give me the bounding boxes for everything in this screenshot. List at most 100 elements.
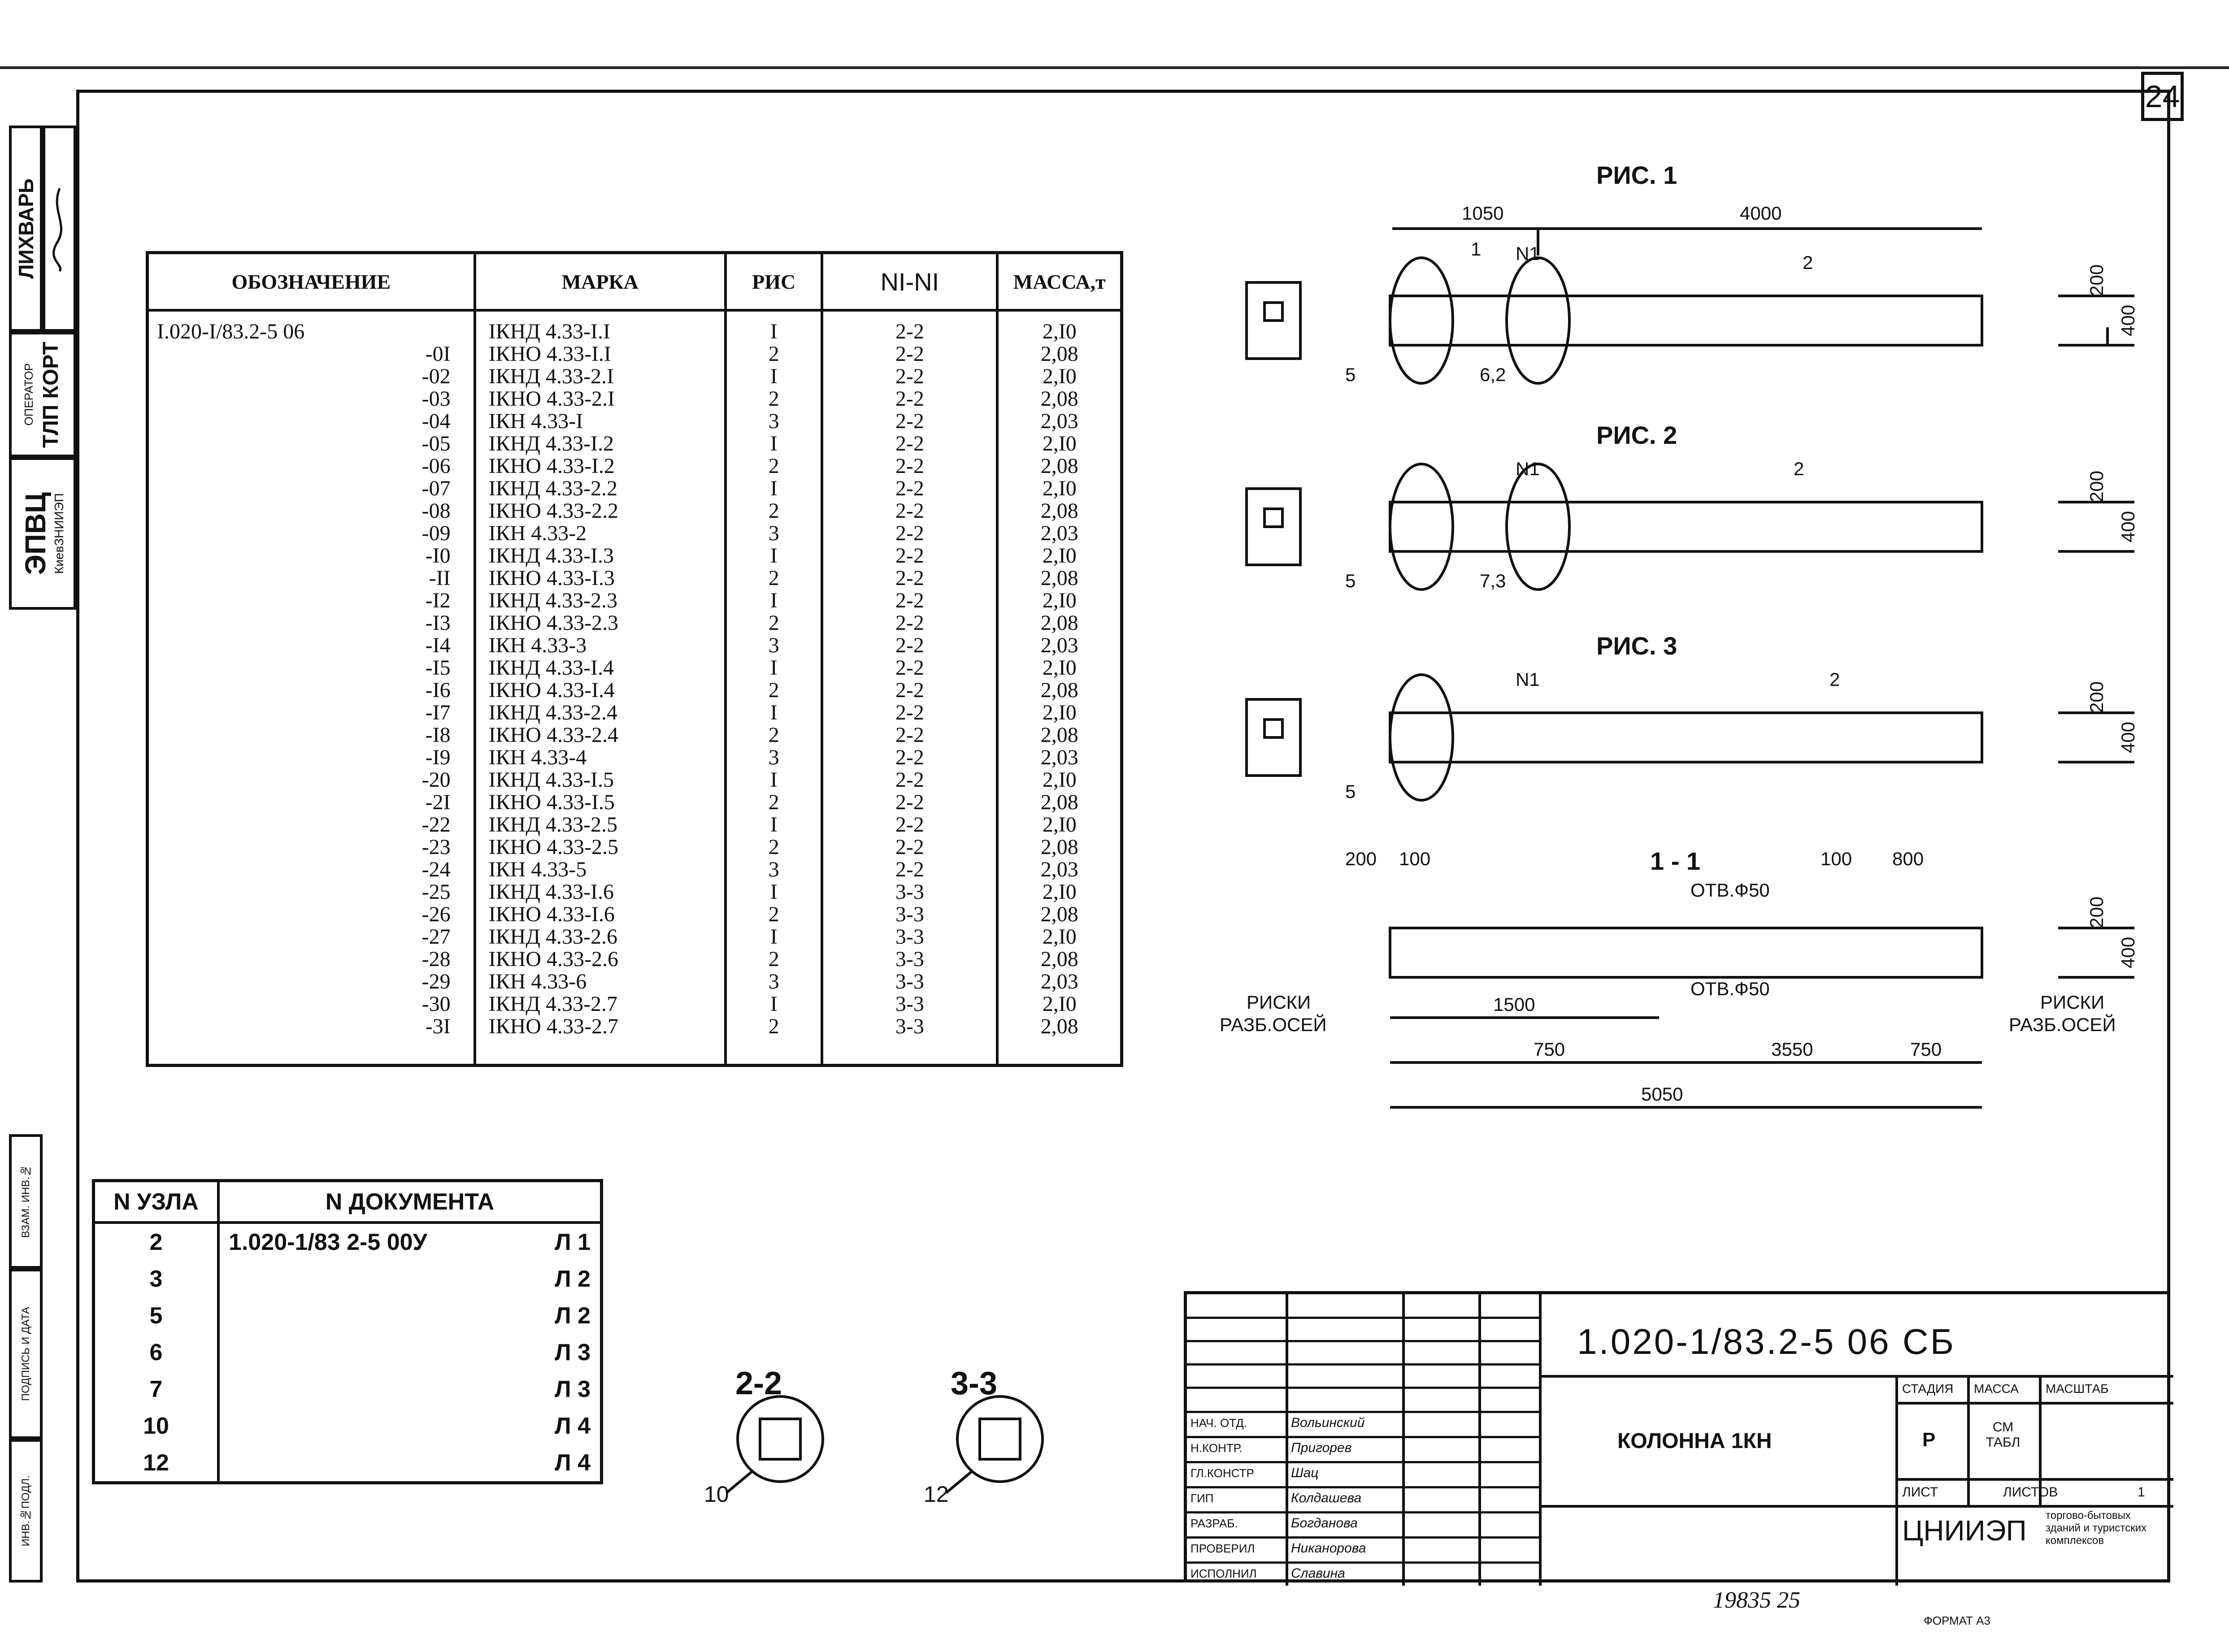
mark-item: IКНД 4.33-2.2 (488, 477, 618, 500)
mass-item: 2,I0 (1042, 925, 1077, 949)
mark-item: IКН 4.33-5 (488, 858, 587, 881)
mark-item: IКНО 4.33-I.I (488, 342, 611, 366)
person-name: Шац (1291, 1466, 1319, 1480)
fig-item: 2 (768, 611, 779, 635)
dim-400-fig1: 400 (2117, 305, 2138, 336)
designation-suffix: -25 (421, 880, 451, 904)
fig-item: I (770, 432, 778, 455)
designation-suffix: -0I (425, 342, 451, 366)
mass-item: 2,I0 (1042, 813, 1077, 837)
nodes-header-row: N УЗЛА N ДОКУМЕНТА (92, 1179, 603, 1224)
designation-suffix: -I6 (425, 678, 451, 702)
designation-suffix: -06 (421, 454, 451, 478)
mass-item: 2,08 (1040, 790, 1078, 814)
org-name: ЦНИИЭП (1902, 1514, 2027, 1547)
stamp-operator-label: ОПЕРАТОР (22, 363, 35, 426)
node-item: 2-2 (895, 364, 924, 388)
stamp-name-cell: ЛИХВАРЬ (9, 126, 43, 332)
designation-suffix: -3I (425, 1015, 451, 1038)
dim-100-right: 100 (1821, 848, 1852, 869)
fig2-column-body (1389, 501, 1983, 553)
node-item: 2-2 (895, 813, 924, 837)
stamp-replace-label: ВЗАМ. ИНВ.№ (19, 1165, 32, 1238)
side-stamp: ЛИХВАРЬ ОПЕРАТОР ТЛП КОРТ ЭПВЦ КиевЗНИИЭ… (9, 126, 76, 619)
node-document: Л 3 (217, 1334, 603, 1371)
node-item: 2-2 (895, 521, 924, 545)
mass-item: 2,08 (1040, 678, 1078, 702)
mark-item: IКНО 4.33-2.5 (488, 835, 618, 859)
designation-suffix: -I9 (425, 746, 451, 769)
node-number: 12 (92, 1444, 220, 1483)
node-number: 6 (92, 1334, 220, 1371)
mass-item: 2,03 (1040, 746, 1078, 769)
designation-suffix: -22 (421, 813, 451, 837)
mark-item: IКНД 4.33-I.5 (488, 768, 614, 792)
stamp-org: ЭПВЦ (19, 492, 52, 575)
mark-item: IКНД 4.33-2.5 (488, 813, 618, 837)
node-number: 5 (92, 1297, 220, 1334)
dim-200-left: 200 (1345, 848, 1377, 869)
mark-item: IКНО 4.33-2.4 (488, 723, 618, 747)
fig1-column-body (1389, 295, 1983, 347)
person-name: Колдашева (1291, 1491, 1362, 1505)
risk-label-left-1: РИСКИ (1247, 992, 1311, 1013)
fig-item: 3 (768, 521, 779, 545)
mark-item: IКНО 4.33-2.7 (488, 1015, 618, 1038)
mass-item: 2,I0 (1042, 320, 1077, 343)
callout-5-fig3: 5 (1345, 781, 1356, 802)
mark-item: IКНО 4.33-I.3 (488, 566, 615, 590)
section-22-title: 2-2 (735, 1366, 782, 1401)
marks-table: ОБОЗНАЧЕНИЕ МАРКА РИС NI-NI МАССА,т I.02… (146, 251, 1123, 1067)
sheet-label: ЛИСТ (1902, 1485, 1938, 1500)
person-name: Богданова (1291, 1516, 1358, 1531)
mass-item: 2,03 (1040, 633, 1078, 657)
header-document: N ДОКУМЕНТА (217, 1179, 603, 1224)
stamp-inv-label: ИНВ.№ПОДЛ. (19, 1475, 32, 1547)
node-item: 2-2 (895, 723, 924, 747)
designation-suffix: -I8 (425, 723, 451, 747)
node-item: 2-2 (895, 589, 924, 612)
fig-item: 3 (768, 409, 779, 433)
node-number: 3 (92, 1261, 220, 1297)
designation-base: I.020-I/83.2-5 06 (157, 320, 305, 343)
mass-item: 2,08 (1040, 835, 1078, 859)
dim-4000: 4000 (1740, 203, 1781, 224)
designation-suffix: -07 (421, 477, 451, 500)
mass-item: 2,08 (1040, 1015, 1078, 1038)
mark-item: IКНД 4.33-I.2 (488, 432, 614, 455)
fig1-node-5 (1389, 256, 1454, 385)
mass-item: 2,I0 (1042, 701, 1077, 724)
node-item: 2-2 (895, 477, 924, 500)
designation-suffix: -20 (421, 768, 451, 792)
dim-750-left: 750 (1534, 1039, 1565, 1060)
dim-1500: 1500 (1493, 994, 1535, 1015)
sheets-label: ЛИСТОВ (2003, 1485, 2058, 1500)
person-name: Славина (1291, 1566, 1345, 1581)
fig-item: 2 (768, 835, 779, 859)
mass-item: 2,08 (1040, 723, 1078, 747)
mass-item: 2,I0 (1042, 589, 1077, 612)
dim-800: 800 (1892, 848, 1924, 869)
marks-header-row: ОБОЗНАЧЕНИЕ МАРКА РИС NI-NI МАССА,т (146, 251, 1123, 312)
role-label: ГЛ.КОНСТР (1191, 1466, 1254, 1480)
mark-item: IКНД 4.33-2.7 (488, 992, 618, 1016)
mark-item: IКНО 4.33-I.2 (488, 454, 615, 478)
side-stamp-bottom: ВЗАМ. ИНВ.№ ПОДПИСЬ И ДАТА ИНВ.№ПОДЛ. (9, 1134, 76, 1583)
fig-item: I (770, 768, 778, 792)
mark-item: IКНД 4.33-I.I (488, 320, 610, 343)
hole-label-top: ОТВ.Ф50 (1690, 880, 1770, 901)
mark-item: IКНД 4.33-2.I (488, 364, 614, 388)
role-label: НАЧ. ОТД. (1191, 1416, 1247, 1430)
fig-item: I (770, 656, 778, 680)
fig2-cross-section (1245, 487, 1302, 566)
fig1-title: РИС. 1 (1596, 161, 1677, 189)
